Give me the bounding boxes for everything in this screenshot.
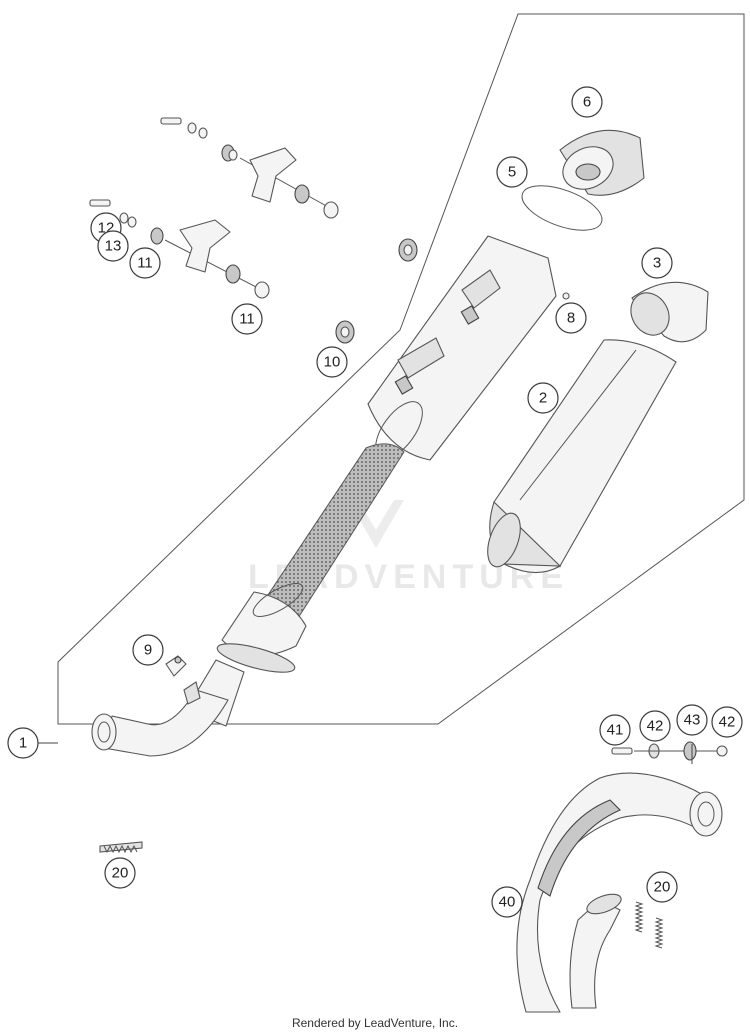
callout-11-left: 11 [129, 247, 161, 279]
svg-text:10: 10 [324, 354, 341, 371]
svg-text:43: 43 [684, 712, 701, 729]
callout-20-right: 20 [646, 871, 678, 903]
callout-13: 13 [97, 230, 129, 262]
callout-9: 9 [132, 634, 164, 666]
mounting-hardware-upper [160, 117, 339, 219]
svg-text:42: 42 [647, 718, 664, 735]
svg-text:2: 2 [539, 390, 547, 407]
svg-text:13: 13 [105, 238, 122, 255]
rubber-grommet-upper [398, 238, 418, 262]
end-cap-3 [630, 281, 709, 343]
leader-lines [38, 742, 693, 764]
screw-part [562, 292, 570, 300]
svg-text:9: 9 [144, 642, 152, 659]
svg-text:41: 41 [607, 722, 624, 739]
svg-text:11: 11 [137, 255, 153, 272]
callout-5: 5 [496, 156, 528, 188]
end-cap-6 [559, 129, 645, 196]
callout-10: 10 [316, 346, 348, 378]
callout-6: 6 [571, 86, 603, 118]
callout-20-left: 20 [104, 857, 136, 889]
header-mount-hardware [611, 741, 728, 761]
callout-42-right: 42 [711, 706, 743, 738]
silencer-housing [367, 235, 557, 461]
header-pipe [516, 772, 723, 1013]
spring-right-a [634, 901, 644, 933]
svg-text:8: 8 [567, 310, 575, 327]
callout-2: 2 [527, 382, 559, 414]
spring-right-b [654, 917, 664, 949]
svg-text:1: 1 [19, 735, 27, 752]
svg-text:6: 6 [583, 94, 591, 111]
callout-11-right: 11 [231, 303, 263, 335]
silencer-inlet-pipe [91, 681, 229, 757]
svg-text:5: 5 [508, 164, 516, 181]
svg-text:3: 3 [653, 255, 661, 272]
render-credit: Rendered by LeadVenture, Inc. [291, 1016, 459, 1030]
gasket-ring [521, 185, 603, 231]
clamp-part [165, 655, 187, 677]
callout-3: 3 [641, 247, 673, 279]
callout-8: 8 [555, 302, 587, 334]
callout-43: 43 [676, 704, 708, 736]
assembly-outline [57, 13, 745, 725]
svg-text:40: 40 [499, 894, 516, 911]
callout-40: 40 [491, 886, 523, 918]
rubber-grommet-lower [335, 320, 355, 344]
svg-text:11: 11 [239, 311, 255, 328]
callout-42-left: 42 [639, 710, 671, 742]
svg-text:20: 20 [112, 865, 129, 882]
callout-1: 1 [7, 727, 39, 759]
svg-text:20: 20 [654, 879, 671, 896]
svg-text:42: 42 [719, 714, 736, 731]
callout-41: 41 [599, 714, 631, 746]
mounting-hardware-lower [89, 199, 270, 299]
spring-left [99, 841, 143, 854]
silencer-outer-sleeve [487, 339, 677, 574]
